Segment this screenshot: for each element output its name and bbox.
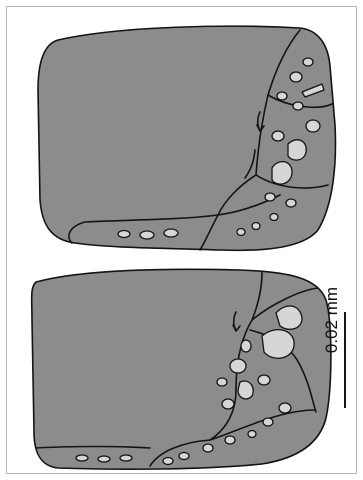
vesicle (238, 381, 253, 399)
vesicle (279, 403, 291, 413)
vesicle (290, 72, 302, 82)
specimen-top-outline (38, 26, 335, 250)
vesicle (288, 140, 306, 160)
vesicle (277, 92, 287, 100)
vesicle (118, 231, 130, 238)
vesicle (293, 102, 303, 110)
vesicle (270, 214, 278, 221)
vesicle (276, 306, 302, 329)
vesicle (163, 458, 173, 465)
vesicle (306, 120, 320, 132)
specimen-top (38, 26, 335, 250)
vesicle (76, 455, 88, 461)
vesicle (164, 229, 178, 237)
vesicle (230, 359, 246, 373)
vesicle (248, 431, 256, 438)
vesicle (217, 378, 227, 386)
vesicle (98, 456, 110, 462)
vesicle (237, 229, 245, 236)
vesicle (241, 340, 251, 352)
vesicle (263, 418, 273, 426)
vesicle (258, 375, 270, 385)
vesicle (140, 231, 154, 239)
vesicle (252, 223, 260, 230)
vesicle (303, 58, 313, 66)
vesicle (272, 162, 292, 185)
vesicle (265, 193, 275, 201)
vesicle (225, 436, 235, 444)
scale-bar-label: 0.02 mm (322, 280, 342, 360)
vesicle (222, 399, 234, 409)
vesicle (272, 131, 284, 141)
vesicle (203, 444, 213, 452)
vesicle (262, 330, 294, 359)
vesicle (120, 455, 132, 461)
vesicle (286, 199, 296, 207)
vesicle (179, 453, 189, 460)
specimen-bottom (32, 269, 331, 469)
